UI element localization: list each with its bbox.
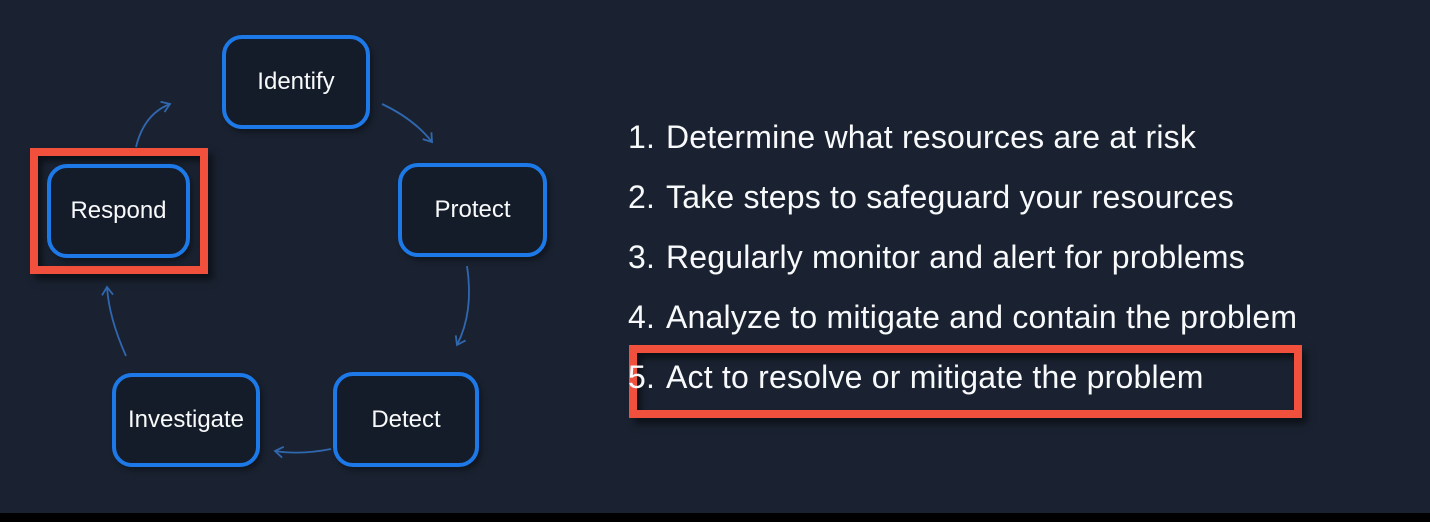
node-detect: Detect: [333, 372, 479, 467]
node-identify: Identify: [222, 35, 370, 129]
step-3-number: 3.: [628, 238, 656, 275]
bottom-black-bar: [0, 513, 1430, 522]
highlight-frame-step-5: [629, 345, 1302, 418]
node-investigate: Investigate: [112, 373, 260, 467]
node-investigate-label: Investigate: [127, 406, 245, 433]
node-respond: Respond: [47, 164, 190, 258]
arrow-protect-to-detect: [454, 265, 470, 347]
step-1-number: 1.: [628, 118, 656, 155]
arrow-investigate-to-respond: [101, 285, 127, 357]
arrow-identify-to-protect: [381, 103, 433, 144]
node-identify-label: Identify: [257, 68, 335, 95]
highlight-frame-respond: [30, 148, 208, 274]
step-5: 5. Act to resolve or mitigate the proble…: [628, 347, 1297, 407]
step-4: 4. Analyze to mitigate and contain the p…: [628, 287, 1297, 347]
step-5-text: Act to resolve or mitigate the problem: [666, 358, 1204, 395]
node-protect-label: Protect: [434, 196, 511, 223]
step-2: 2. Take steps to safeguard your resource…: [628, 167, 1297, 227]
step-2-number: 2.: [628, 178, 656, 215]
step-1-text: Determine what resources are at risk: [666, 118, 1197, 155]
node-detect-label: Detect: [371, 405, 441, 433]
step-1: 1. Determine what resources are at risk: [628, 107, 1297, 167]
step-2-text: Take steps to safeguard your resources: [666, 178, 1234, 215]
step-4-text: Analyze to mitigate and contain the prob…: [666, 298, 1298, 335]
step-3: 3. Regularly monitor and alert for probl…: [628, 227, 1297, 287]
steps-list: 1. Determine what resources are at risk …: [628, 107, 1297, 407]
step-3-text: Regularly monitor and alert for problems: [666, 238, 1245, 275]
arrow-detect-to-investigate: [273, 445, 332, 459]
step-4-number: 4.: [628, 298, 656, 335]
node-protect: Protect: [398, 163, 547, 257]
step-5-number: 5.: [628, 358, 656, 395]
node-respond-label: Respond: [70, 197, 167, 224]
arrow-respond-to-identify: [135, 100, 172, 148]
